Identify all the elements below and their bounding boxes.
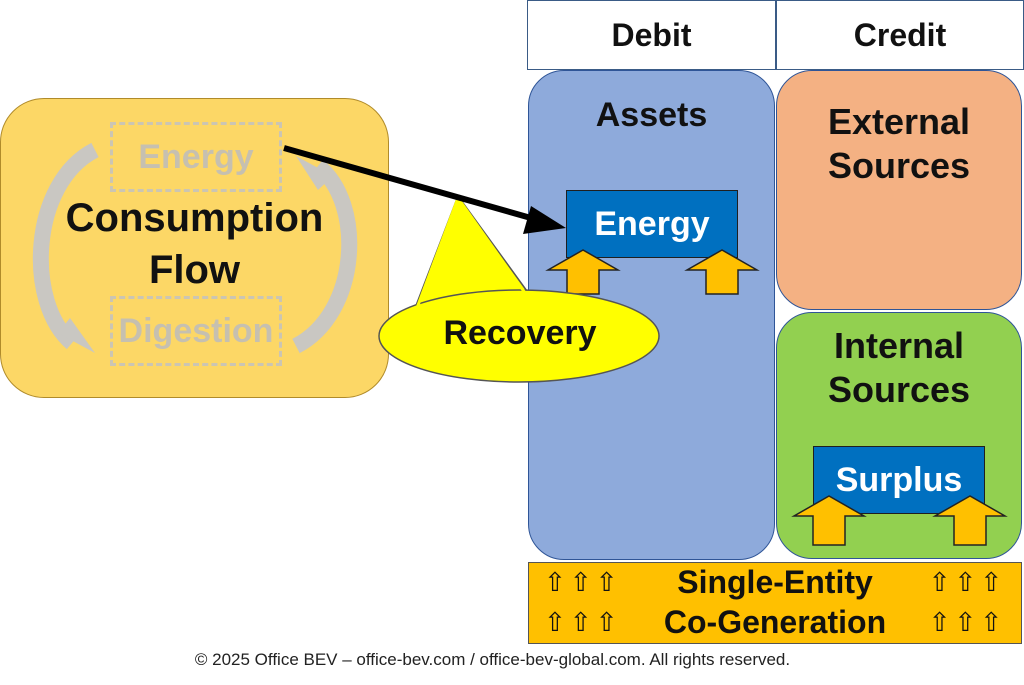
up-arrow-icon bbox=[684, 249, 760, 295]
consumption-title-line1: Consumption bbox=[65, 196, 324, 240]
internal-label-line2: Sources bbox=[827, 369, 971, 410]
credit-header: Credit bbox=[776, 0, 1024, 70]
consumption-title-line2: Flow bbox=[148, 248, 241, 292]
co-generation-label: Co-Generation bbox=[663, 603, 887, 640]
cogeneration-bar bbox=[528, 562, 1022, 644]
cycle-arrowhead-left bbox=[58, 318, 95, 353]
single-entity-label: Single-Entity bbox=[677, 563, 873, 600]
recovery-callout bbox=[378, 289, 660, 383]
copyright-text: © 2025 Office BEV – office-bev.com / off… bbox=[194, 650, 791, 669]
transfer-arrow-line bbox=[283, 145, 539, 223]
digestion-ghost-box: Digestion bbox=[110, 296, 282, 366]
internal-sources-label: Internal Sources bbox=[776, 324, 1022, 412]
external-sources-panel bbox=[776, 70, 1022, 310]
external-label-line1: External bbox=[827, 101, 971, 142]
cycle-arrow-right bbox=[291, 159, 358, 354]
internal-label-line1: Internal bbox=[833, 325, 965, 366]
up-arrows-icon: ⇧⇧⇧ bbox=[928, 566, 1006, 597]
cycle-arrows bbox=[32, 142, 358, 354]
cogeneration-line-2: ⇧⇧⇧ Co-Generation ⇧⇧⇧ bbox=[528, 602, 1022, 642]
up-arrows-icon: ⇧⇧⇧ bbox=[544, 606, 622, 637]
cycle-arrowhead-right bbox=[296, 156, 333, 190]
external-sources-label: External Sources bbox=[776, 100, 1022, 188]
cycle-arrow-left bbox=[32, 142, 100, 350]
consumption-flow-panel bbox=[0, 98, 389, 398]
energy-ghost-box: Energy bbox=[110, 122, 282, 192]
external-label-line2: Sources bbox=[827, 145, 971, 186]
up-arrow-icon bbox=[791, 495, 867, 546]
consumption-flow-title: Consumption Flow bbox=[0, 192, 389, 296]
debit-header: Debit bbox=[527, 0, 776, 70]
transfer-arrowhead-icon bbox=[523, 206, 566, 234]
up-arrow-icon bbox=[545, 249, 621, 295]
up-arrow-icon bbox=[932, 495, 1008, 546]
recovery-label: Recovery bbox=[443, 314, 597, 352]
energy-asset-box: Energy bbox=[566, 190, 738, 258]
up-arrows-icon: ⇧⇧⇧ bbox=[544, 566, 622, 597]
up-arrows-icon: ⇧⇧⇧ bbox=[928, 606, 1006, 637]
cogeneration-line-1: ⇧⇧⇧ Single-Entity ⇧⇧⇧ bbox=[528, 562, 1022, 602]
assets-label: Assets bbox=[595, 96, 708, 134]
